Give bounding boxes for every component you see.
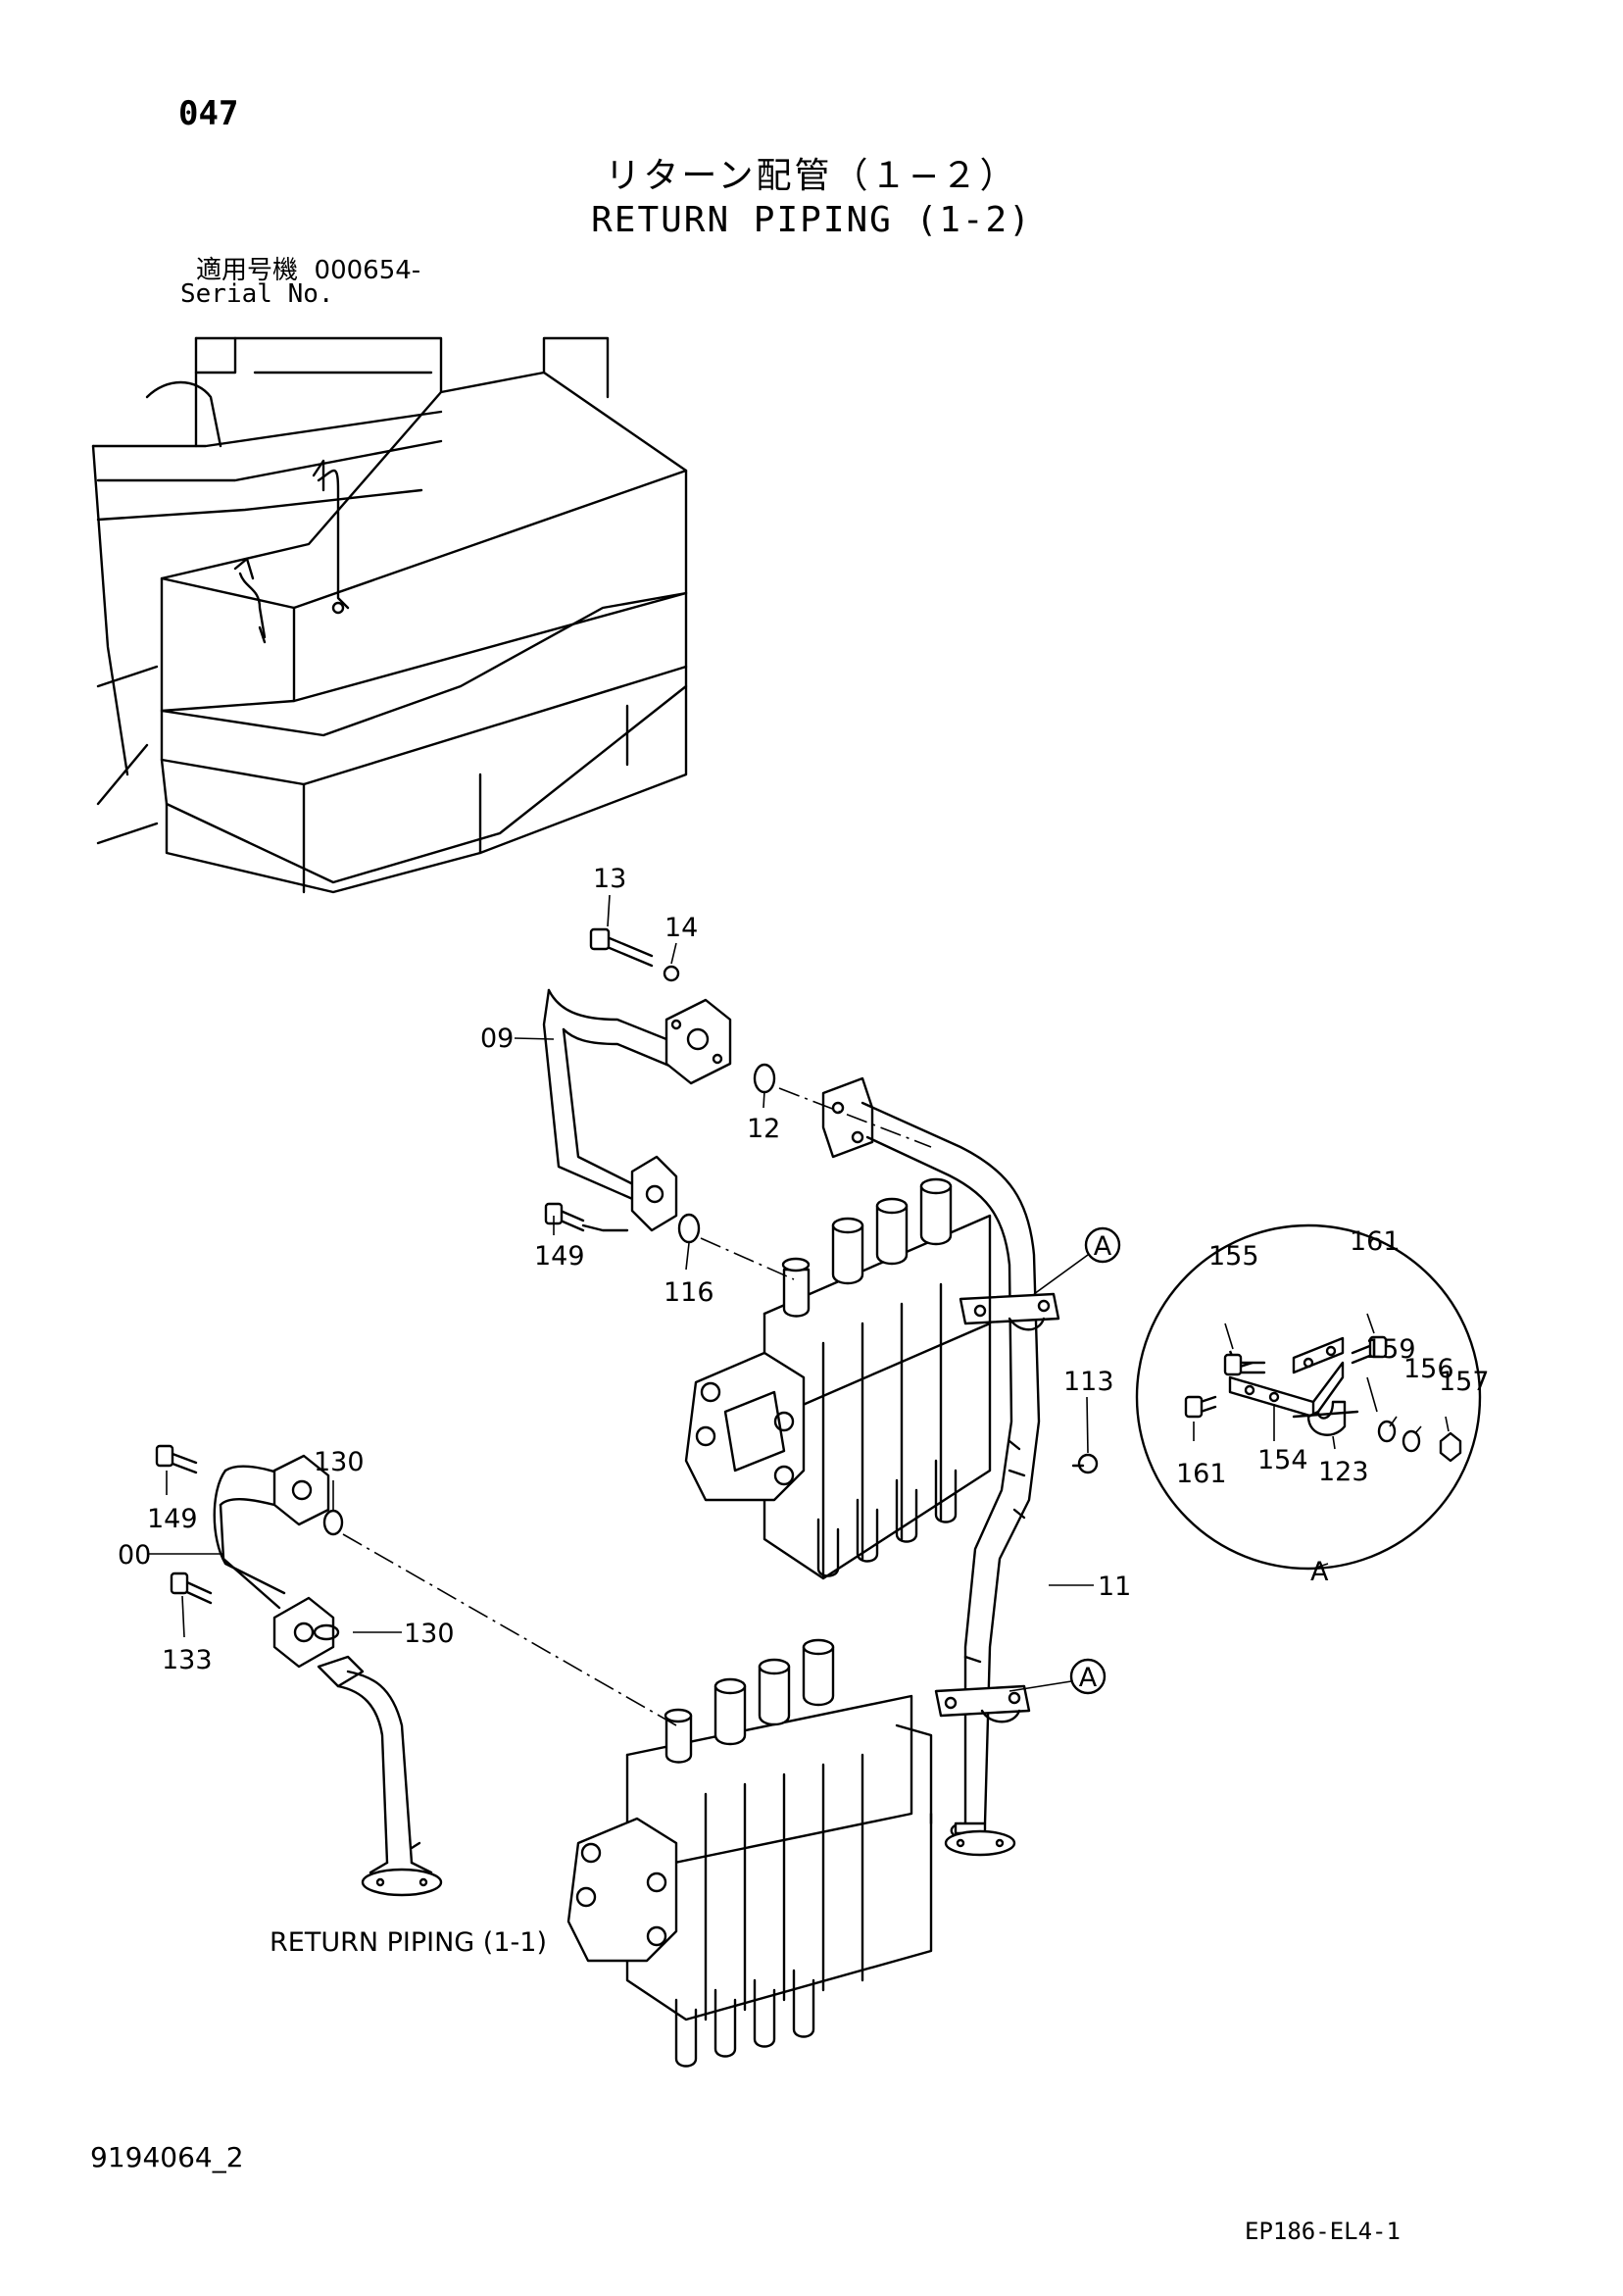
leader-lines	[147, 894, 1094, 1638]
pipe-09-assembly	[542, 927, 776, 1244]
callout-149-lower: 149	[147, 1504, 198, 1534]
figure-code: EP186-EL4-1	[1245, 2218, 1401, 2245]
document-id: 9194064_2	[90, 2141, 244, 2173]
callout-12: 12	[747, 1114, 780, 1144]
callout-161-upper: 161	[1350, 1226, 1401, 1257]
detail-a-caption: A	[1310, 1557, 1329, 1587]
callout-157: 157	[1439, 1367, 1490, 1397]
callout-130-lower: 130	[404, 1619, 455, 1649]
callout-113: 113	[1063, 1367, 1114, 1397]
assembly-line	[778, 1087, 932, 1148]
callout-13: 13	[593, 864, 626, 894]
callout-155: 155	[1208, 1241, 1259, 1272]
page-title-en: RETURN PIPING (1-2)	[591, 200, 1032, 240]
serial-label-jp-text: 適用号機	[196, 256, 299, 285]
callout-130-upper: 130	[314, 1447, 365, 1477]
callout-00: 00	[118, 1540, 151, 1571]
callout-156: 156	[1403, 1354, 1454, 1384]
serial-label-jp: 適用号機 000654-	[196, 250, 420, 286]
detail-a-marker-upper: A	[1033, 1226, 1121, 1295]
callout-161-lower: 161	[1176, 1459, 1227, 1489]
serial-value: 000654-	[314, 256, 421, 285]
callout-09: 09	[480, 1023, 514, 1054]
machine-overview	[91, 336, 688, 894]
pipe-11	[821, 1076, 1099, 1857]
serial-label-en: Serial No.	[180, 279, 334, 309]
page-title-jp: リターン配管（１−２）	[605, 156, 1018, 196]
assembly-line	[700, 1237, 795, 1280]
detail-a	[1135, 1223, 1482, 1571]
callout-133: 133	[162, 1645, 213, 1675]
pipe-00-assembly	[155, 1444, 443, 1897]
reference-return-piping-1-1: RETURN PIPING (1-1)	[270, 1927, 547, 1958]
callout-116: 116	[664, 1277, 714, 1308]
detail-a-marker-lower-text: A	[1079, 1663, 1098, 1693]
control-valve-upper	[684, 1177, 992, 1580]
callout-149-upper: 149	[534, 1241, 585, 1272]
page-number: 047	[178, 94, 239, 133]
callouts: 13 14 09 12 149 116 155 161 159 156 157 …	[118, 864, 1490, 1958]
callout-159: 159	[1365, 1334, 1416, 1365]
detail-a-marker-lower: A	[1008, 1658, 1107, 1695]
detail-a-marker-upper-text: A	[1094, 1231, 1112, 1262]
callout-123: 123	[1318, 1457, 1369, 1487]
assembly-line	[342, 1533, 677, 1726]
control-valve-lower	[566, 1638, 933, 2068]
callout-154: 154	[1257, 1445, 1308, 1475]
callout-11: 11	[1098, 1572, 1131, 1602]
callout-14: 14	[664, 913, 698, 943]
